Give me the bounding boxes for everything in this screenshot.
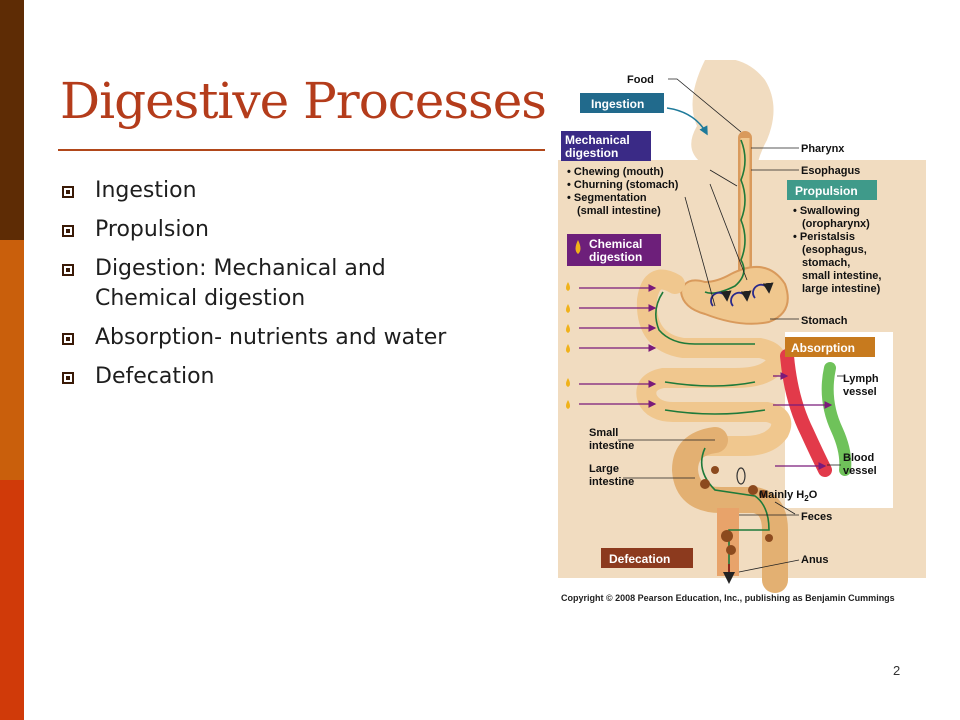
bullet-text: Ingestion [95, 178, 197, 203]
mechanical-box-label-1: Mechanical [565, 133, 630, 147]
propulsion-item: stomach, [802, 257, 850, 269]
absorption-arrows [773, 372, 833, 470]
bullet-text: Defecation [95, 364, 215, 389]
bullet-item: Absorption- nutrients and water [60, 323, 480, 353]
absorption-box-label: Absorption [791, 341, 855, 355]
chemical-drop-icon [575, 240, 581, 254]
feces-lumps [700, 466, 773, 555]
accent-bar-middle [0, 240, 24, 480]
large-intestine [671, 427, 788, 593]
mechanical-item: (small intestine) [577, 205, 661, 217]
square-bullet-icon [62, 333, 74, 345]
head-silhouette [691, 60, 774, 188]
bullet-item: Digestion: Mechanical and Chemical diges… [60, 254, 480, 314]
water-drop-icon [736, 467, 746, 485]
bullet-item: Propulsion [60, 215, 480, 245]
title-underline [58, 149, 545, 151]
ingestion-arrow [666, 107, 708, 136]
bullet-list: Ingestion Propulsion Digestion: Mechanic… [60, 176, 480, 401]
chemical-box-label-2: digestion [589, 250, 642, 264]
propulsion-box-label: Propulsion [795, 184, 858, 198]
stomach [679, 266, 789, 325]
mechanical-item: • Segmentation [567, 192, 647, 204]
blood-vessel [780, 349, 832, 477]
chemical-arrows [579, 284, 657, 408]
label-feces: Feces [801, 511, 832, 523]
label-mainly-h2o: Mainly H2O [759, 489, 818, 503]
square-bullet-icon [62, 225, 74, 237]
accent-bar-top [0, 0, 24, 240]
propulsion-item: (esophagus, [802, 244, 867, 256]
label-esophagus: Esophagus [801, 165, 860, 177]
label-stomach: Stomach [801, 315, 848, 327]
mechanical-item: • Chewing (mouth) [567, 166, 664, 178]
bullet-text: Absorption- nutrients and water [95, 325, 447, 350]
label-blood-vessel-1: Blood [843, 452, 874, 464]
enzyme-drops [566, 282, 570, 409]
mechanical-item: • Churning (stomach) [567, 179, 679, 191]
chemical-box-label-1: Chemical [589, 237, 642, 251]
square-bullet-icon [62, 372, 74, 384]
propulsion-item: large intestine) [802, 283, 881, 295]
page-number: 2 [893, 663, 901, 678]
digestive-process-figure: Ingestion Mechanical digestion Chemical … [558, 60, 926, 603]
label-large-intestine-1: Large [589, 463, 619, 475]
label-pharynx: Pharynx [801, 143, 845, 155]
absorption-box [785, 337, 875, 357]
label-food: Food [627, 74, 654, 86]
bullet-text: Digestion: Mechanical and Chemical diges… [95, 256, 386, 311]
propulsion-box [787, 180, 877, 200]
ingestion-box-label: Ingestion [591, 97, 644, 111]
bullet-text: Propulsion [95, 217, 209, 242]
propulsion-item: • Swallowing [793, 205, 860, 217]
label-small-intestine-1: Small [589, 427, 618, 439]
lymph-vessel [821, 362, 852, 476]
accent-bar-bottom [0, 480, 24, 720]
square-bullet-icon [62, 264, 74, 276]
bullet-item: Ingestion [60, 176, 480, 206]
rectum [717, 508, 739, 576]
propulsion-item: (oropharynx) [802, 218, 870, 230]
churning-arrows [710, 282, 774, 307]
leader-lines [618, 78, 845, 573]
square-bullet-icon [62, 186, 74, 198]
label-lymph-vessel-1: Lymph [843, 373, 879, 385]
label-large-intestine-2: intestine [589, 476, 634, 488]
propulsion-item: small intestine, [802, 270, 881, 282]
slide-title: Digestive Processes [60, 72, 547, 130]
defecation-box-label: Defecation [609, 552, 670, 566]
propulsion-item: • Peristalsis [793, 231, 855, 243]
label-anus: Anus [801, 554, 829, 566]
bullet-item: Defecation [60, 362, 480, 392]
chemical-digestion-box [567, 234, 661, 266]
mechanical-box-label-2: digestion [565, 146, 618, 160]
defecation-box [601, 548, 693, 568]
label-blood-vessel-2: vessel [843, 465, 877, 477]
food-path [655, 139, 770, 576]
label-lymph-vessel-2: vessel [843, 386, 877, 398]
mechanical-digestion-box [561, 131, 651, 161]
figure-copyright: Copyright © 2008 Pearson Education, Inc.… [561, 593, 895, 603]
label-small-intestine-2: intestine [589, 440, 634, 452]
ingestion-box [580, 93, 664, 113]
